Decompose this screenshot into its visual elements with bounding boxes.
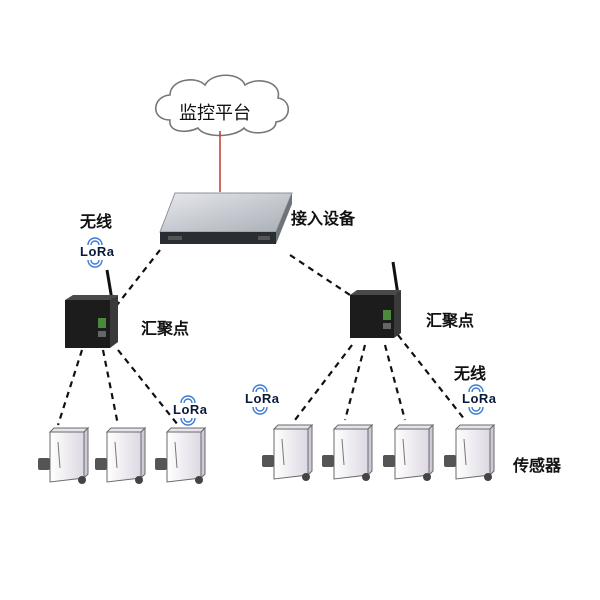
sensor-icon	[95, 426, 147, 484]
access-device-label: 接入设备	[291, 209, 356, 228]
aggregator-label-left: 汇聚点	[141, 319, 190, 338]
sensor-icon	[38, 426, 90, 484]
wireless-label-left: 无线	[80, 212, 113, 231]
sensor-icon	[322, 423, 374, 481]
lora-label: LoRa	[173, 402, 208, 417]
sensor-icon	[155, 426, 207, 484]
wireless-label-right: 无线	[454, 364, 487, 383]
sensor-icon	[444, 423, 496, 481]
sensor-icon	[262, 423, 314, 481]
lora-label: LoRa	[245, 391, 280, 406]
server-icon	[159, 192, 293, 244]
sensor-label: 传感器	[513, 456, 562, 475]
dashed-links	[56, 249, 466, 426]
lora-label: LoRa	[80, 244, 115, 259]
lora-wave-icons	[87, 237, 484, 426]
sensors	[38, 423, 496, 484]
lora-label: LoRa	[462, 391, 497, 406]
gateway-left-icon	[65, 269, 118, 348]
sensor-icon	[383, 423, 435, 481]
cloud-icon	[154, 74, 290, 137]
aggregator-label-right: 汇聚点	[426, 311, 475, 330]
platform-label: 监控平台	[179, 103, 251, 124]
gateway-right-icon	[350, 261, 401, 338]
